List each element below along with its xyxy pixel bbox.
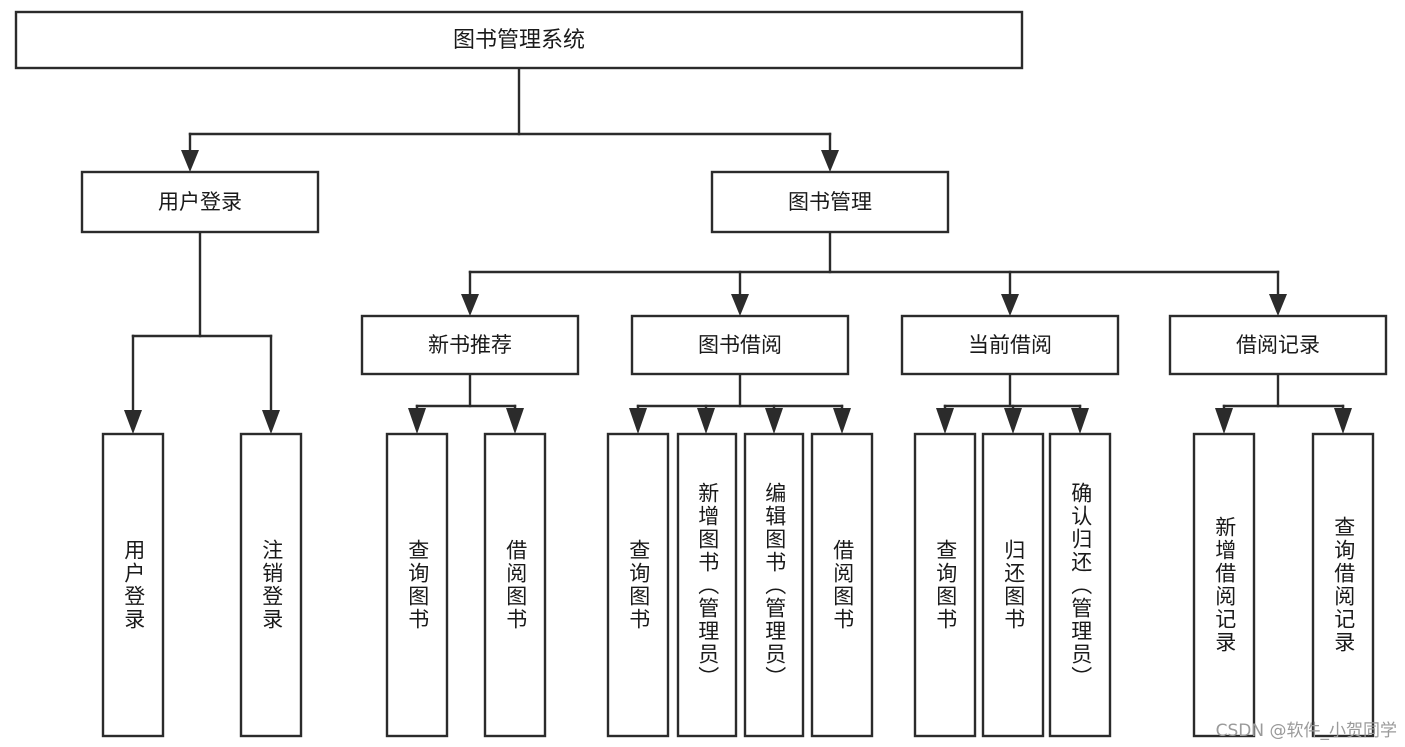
node-book-borrow-label: 图书借阅 xyxy=(698,333,782,357)
node-new-book-recommend[interactable]: 新书推荐 xyxy=(360,314,580,376)
node-user-login-label: 用户登录 xyxy=(158,190,242,214)
node-current-borrow-box[interactable] xyxy=(900,314,1120,376)
arrow-borrowrecord-leaf-2 xyxy=(1334,408,1352,434)
arrow-newbook-leaf-2 xyxy=(506,408,524,434)
node-current-borrow-label: 当前借阅 xyxy=(968,333,1052,357)
node-book-management-label: 图书管理 xyxy=(788,190,872,214)
node-borrow-record-label: 借阅记录 xyxy=(1236,333,1320,357)
node-borrow-record[interactable]: 借阅记录 xyxy=(1168,314,1388,376)
arrow-bookborrow-leaf-2 xyxy=(697,408,715,434)
node-root-label: 图书管理系统 xyxy=(453,28,585,53)
arrow-currentborrow xyxy=(1001,294,1019,316)
leaf-box-current-borrow-1[interactable] xyxy=(913,432,977,738)
arrow-bookborrow-leaf-3 xyxy=(765,408,783,434)
node-root-box[interactable] xyxy=(14,10,1024,70)
leaf-box-book-borrow-4[interactable] xyxy=(810,432,874,738)
node-borrow-record-box[interactable] xyxy=(1168,314,1388,376)
arrow-borrowrecord xyxy=(1269,294,1287,316)
arrow-leaf-user-login-2 xyxy=(262,410,280,434)
node-new-book-recommend-label: 新书推荐 xyxy=(428,333,512,357)
leaf-box-current-borrow-3[interactable] xyxy=(1048,432,1112,738)
node-root[interactable]: 图书管理系统 xyxy=(14,10,1024,70)
node-new-book-recommend-box[interactable] xyxy=(360,314,580,376)
leaf-box-book-borrow-2[interactable] xyxy=(676,432,738,738)
leaf-box-current-borrow-2[interactable] xyxy=(981,432,1045,738)
arrow-user-login xyxy=(181,150,199,172)
leaf-box-new-book-1[interactable] xyxy=(385,432,449,738)
node-user-login-box[interactable] xyxy=(80,170,320,234)
watermark-text: CSDN @软件_小贺同学 xyxy=(1215,721,1397,741)
leaf-box-new-book-2[interactable] xyxy=(483,432,547,738)
arrow-bookborrow-leaf-4 xyxy=(833,408,851,434)
node-book-management-box[interactable] xyxy=(710,170,950,234)
leaf-box-borrow-record-1[interactable] xyxy=(1192,432,1256,738)
arrow-book-mgmt xyxy=(821,150,839,172)
arrow-leaf-user-login-1 xyxy=(124,410,142,434)
arrow-currentborrow-leaf-3 xyxy=(1071,408,1089,434)
leaf-box-user-login-2[interactable] xyxy=(239,432,303,738)
node-book-borrow-box[interactable] xyxy=(630,314,850,376)
arrow-bookborrow xyxy=(731,294,749,316)
arrow-newbook xyxy=(461,294,479,316)
leaf-box-user-login-1[interactable] xyxy=(101,432,165,738)
leaf-box-borrow-record-2[interactable] xyxy=(1311,432,1375,738)
node-book-borrow[interactable]: 图书借阅 xyxy=(630,314,850,376)
leaf-box-book-borrow-1[interactable] xyxy=(606,432,670,738)
connector-group xyxy=(124,66,1352,434)
arrow-bookborrow-leaf-1 xyxy=(629,408,647,434)
arrow-currentborrow-leaf-2 xyxy=(1004,408,1022,434)
arrow-currentborrow-leaf-1 xyxy=(936,408,954,434)
node-user-login[interactable]: 用户登录 xyxy=(80,170,320,234)
arrow-newbook-leaf-1 xyxy=(408,408,426,434)
node-book-management[interactable]: 图书管理 xyxy=(710,170,950,234)
leaf-box-book-borrow-3[interactable] xyxy=(743,432,805,738)
arrow-borrowrecord-leaf-1 xyxy=(1215,408,1233,434)
node-current-borrow[interactable]: 当前借阅 xyxy=(900,314,1120,376)
